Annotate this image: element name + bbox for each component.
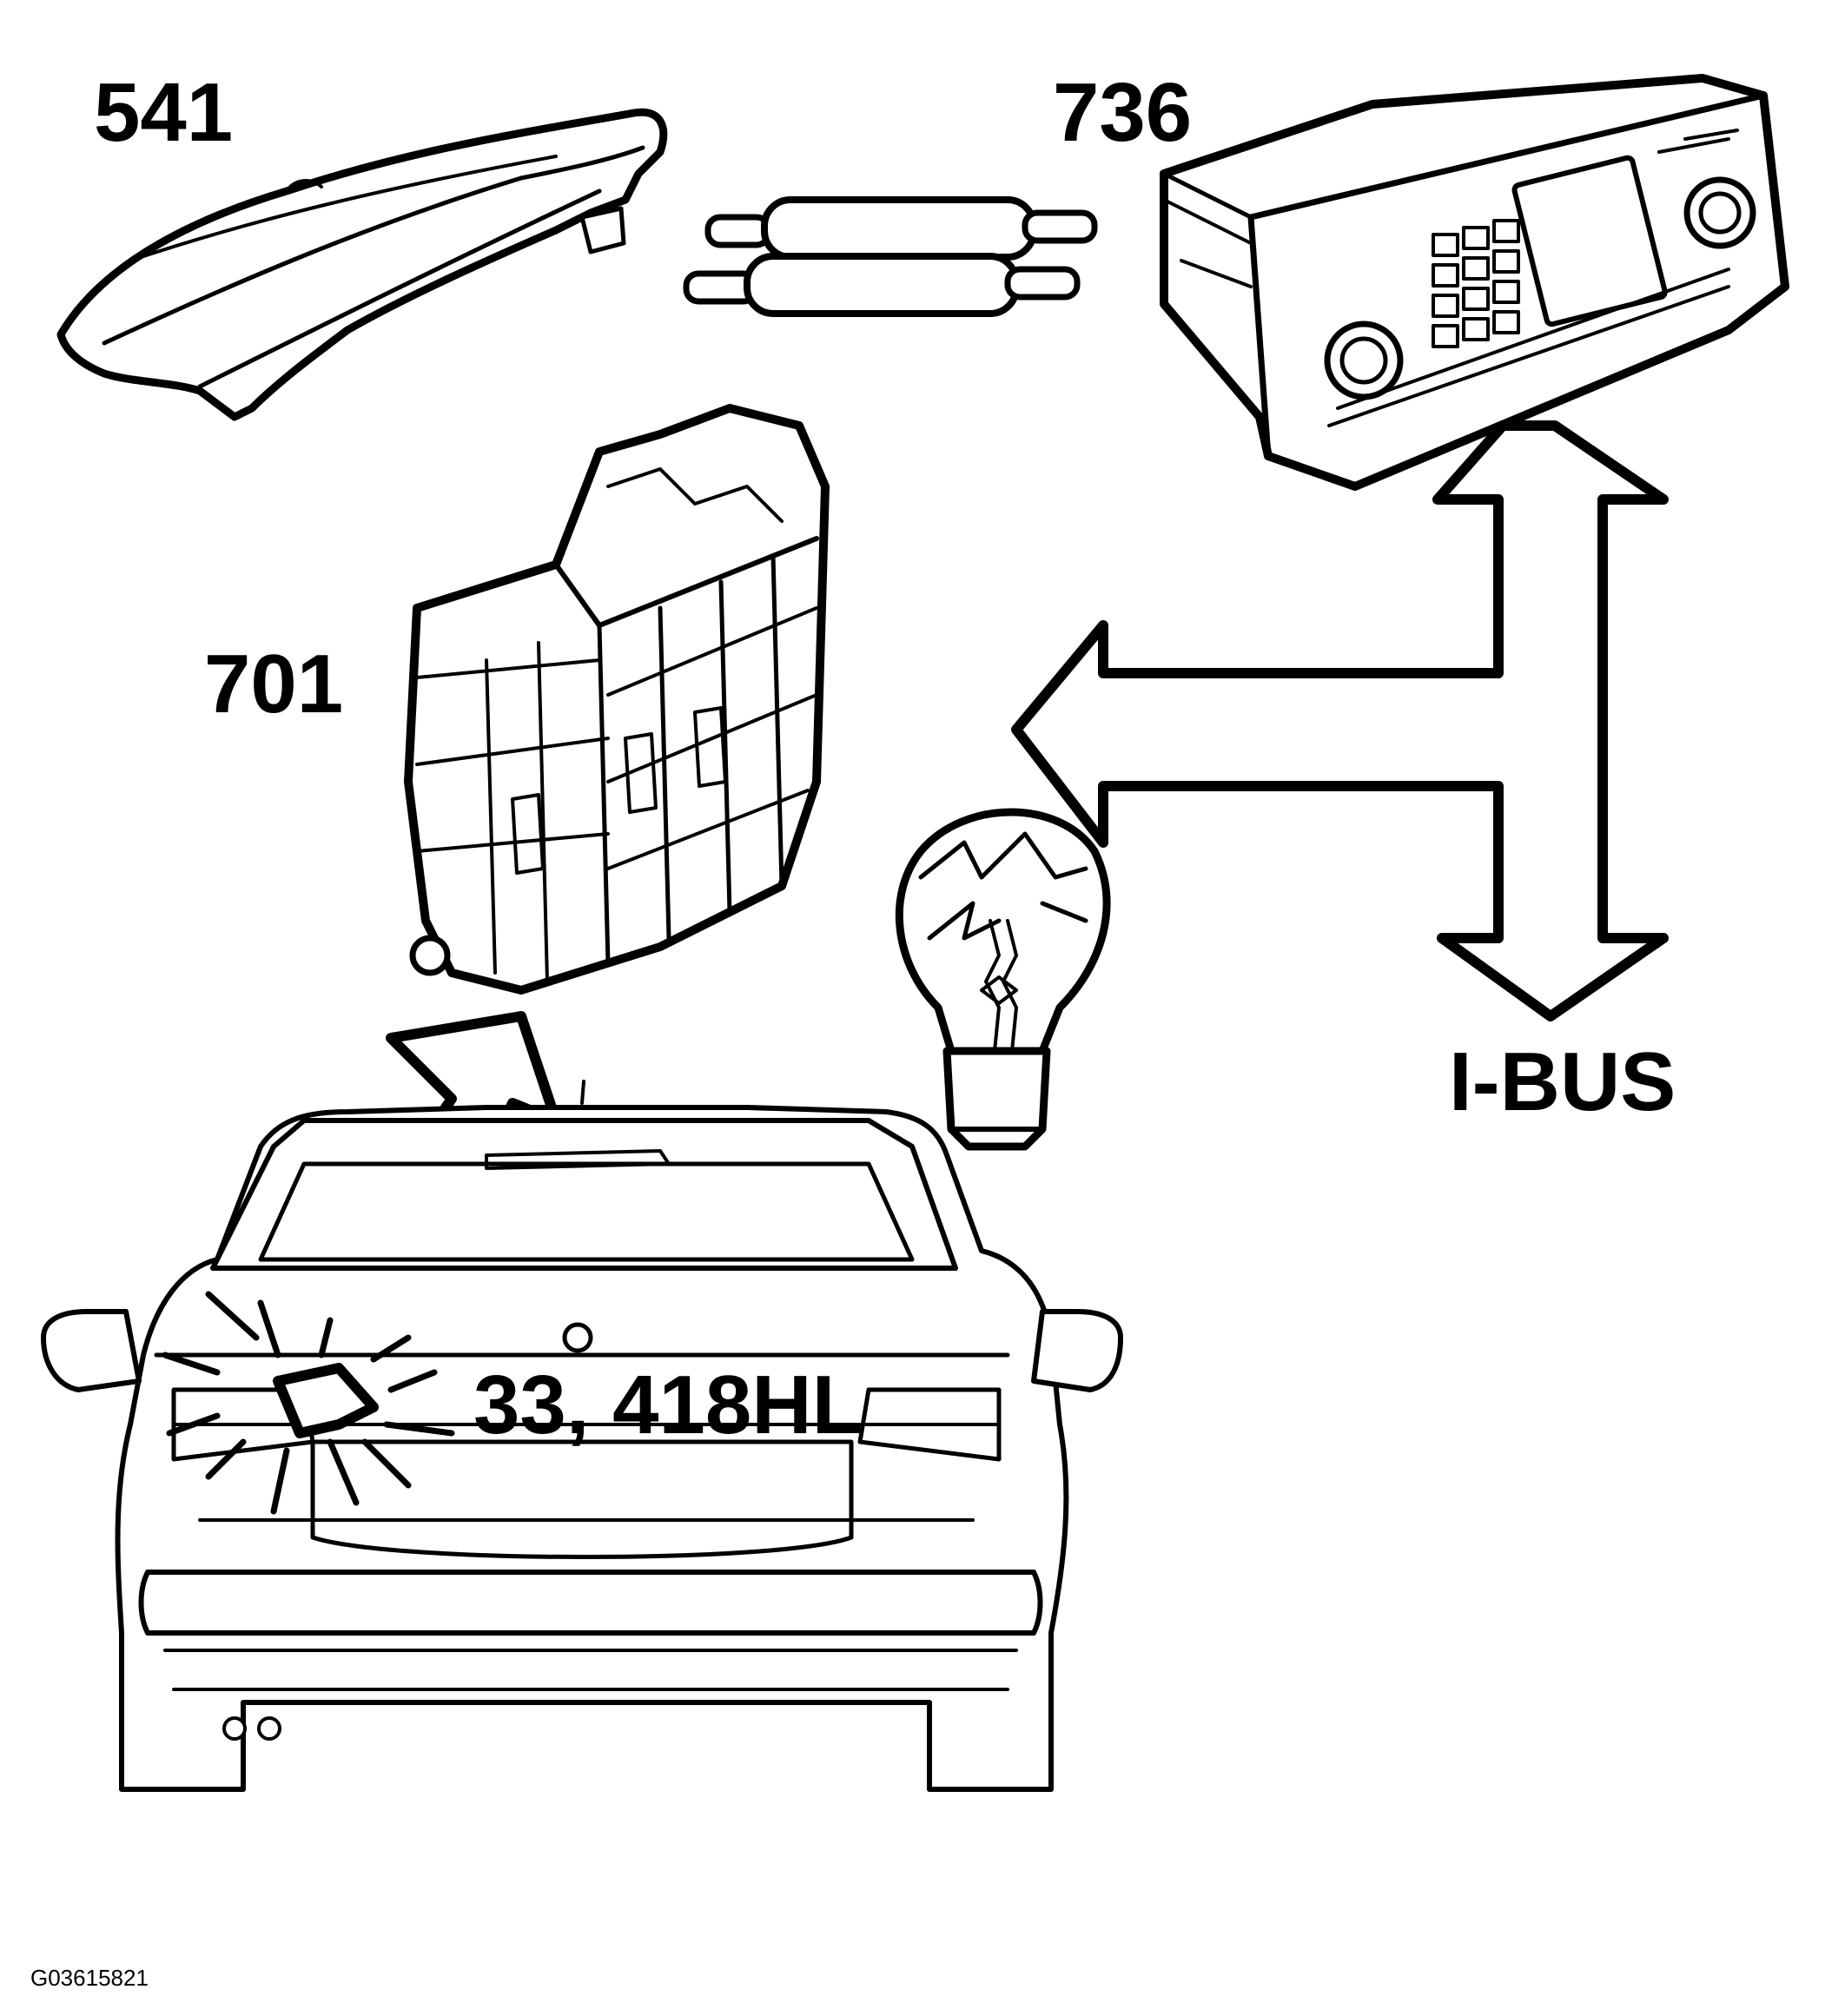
car-rear-drawing [41,1080,1123,1792]
label-541: 541 [94,66,234,159]
ibus-arrows [1011,420,1669,1021]
component-736-drawing [1160,74,1789,491]
label-701: 701 [204,638,344,730]
bulb-drawing [895,808,1111,1151]
label-ibus: I-BUS [1449,1035,1676,1128]
label-736: 736 [1053,66,1193,159]
connector-pins-drawing [683,196,1098,317]
label-lamp-refs: 33, 418HL [473,1358,863,1451]
component-701-drawing [404,404,830,995]
figure-code: G03615821 [30,1965,149,1991]
component-541-drawing [56,108,668,421]
highlighted-lamp [162,1291,455,1515]
